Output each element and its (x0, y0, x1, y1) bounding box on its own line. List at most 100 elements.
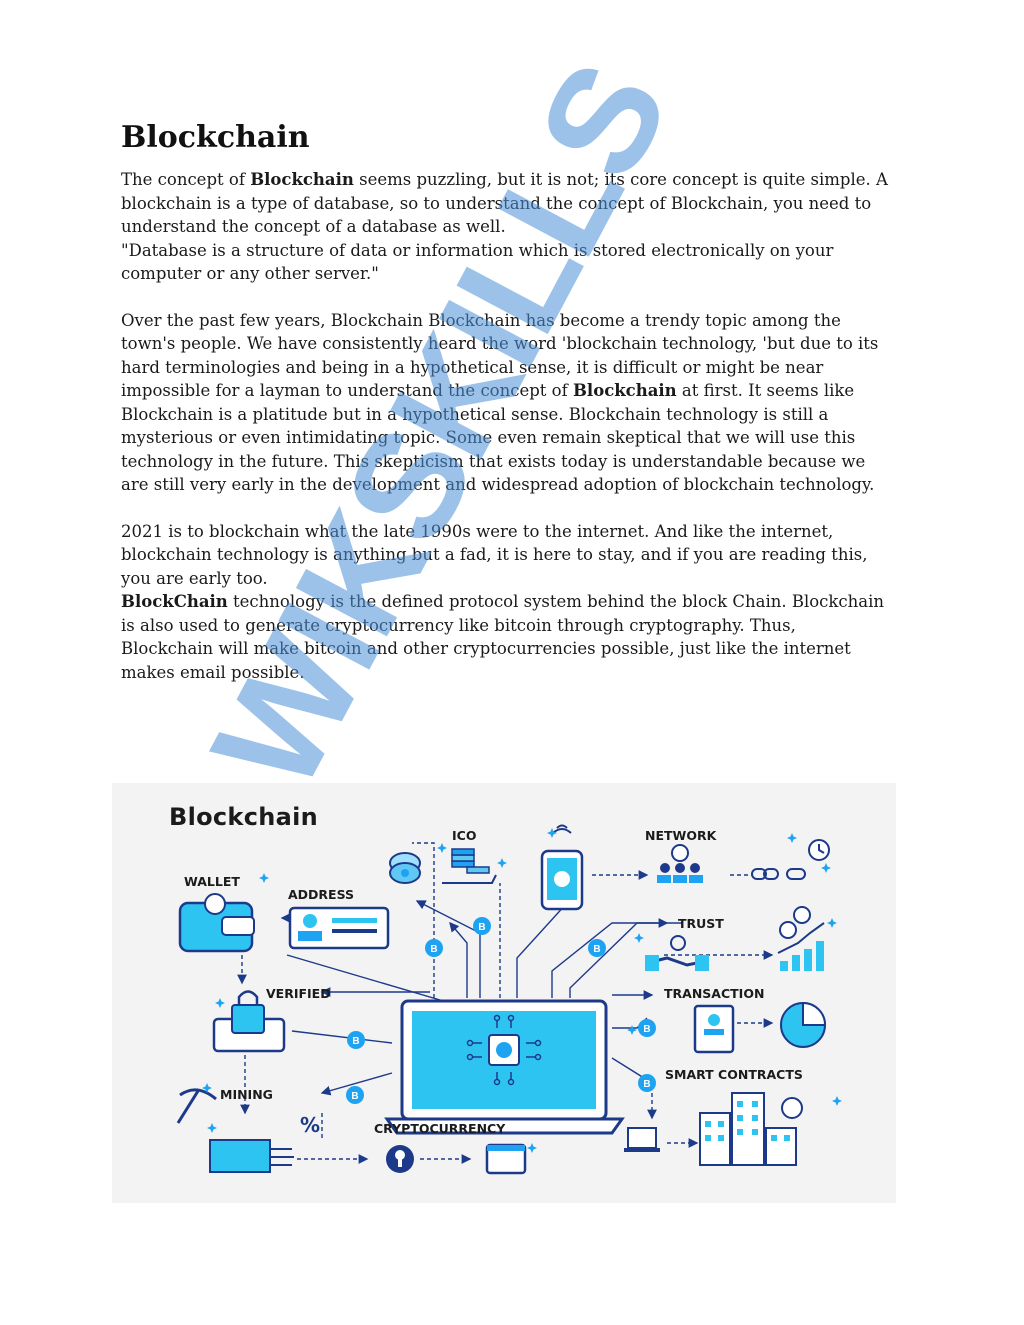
ico-coins-icon (389, 848, 497, 884)
bitcoin-symbol: B (430, 944, 437, 955)
text-line: makes email possible. (121, 661, 901, 685)
text-segment: you are early too. (121, 568, 268, 588)
text-segment: seems puzzling, but it is not; its core … (353, 170, 888, 189)
sparkle-icon (827, 918, 837, 928)
text-line: computer or any other server." (121, 262, 901, 286)
bitcoin-symbol: B (593, 944, 600, 955)
text-segment: at first. It seems like (676, 381, 855, 400)
text-segment: "Database is a structure of data or info… (121, 240, 834, 260)
label-ico: ICO (452, 828, 477, 843)
text-segment: blockchain is a type of database, so to … (121, 193, 872, 213)
paragraph-gap (121, 497, 901, 520)
pickaxe-icon (176, 1088, 217, 1124)
article-body: The concept of Blockchain seems puzzling… (121, 168, 901, 684)
label-network: NETWORK (645, 828, 717, 843)
text-line: BlockChain technology is the defined pro… (121, 590, 901, 614)
label-verified: VERIFIED (266, 986, 331, 1001)
bitcoin-symbol: B (352, 1036, 359, 1047)
bitcoin-icon (588, 939, 606, 957)
bitcoin-icon (638, 1019, 656, 1037)
bitcoin-icon (346, 1086, 364, 1104)
label-mining: MINING (220, 1087, 273, 1102)
bitcoin-icon (473, 917, 491, 935)
sparkle-decorations (202, 828, 842, 1153)
text-line: Over the past few years, Blockchain Bloc… (121, 309, 901, 333)
key-icon (386, 1145, 414, 1173)
bitcoin-icon (425, 939, 443, 957)
sparkle-icon (207, 1123, 217, 1133)
sparkle-icon (787, 833, 797, 843)
bitcoin-badges: B B B B B B B (346, 917, 656, 1104)
label-trust: TRUST (678, 916, 724, 931)
article: Blockchain The concept of Blockchain see… (121, 118, 901, 684)
text-line: understand the concept of a database as … (121, 215, 901, 239)
text-segment: hard terminologies and being in a hypoth… (121, 357, 824, 377)
label-address: ADDRESS (288, 887, 355, 902)
text-segment: Blockchain will make bitcoin and other c… (121, 639, 851, 658)
text-segment: makes email possible. (121, 662, 305, 682)
label-cryptocurrency: CRYPTOCURRENCY (374, 1121, 506, 1136)
bitcoin-symbol: B (643, 1024, 650, 1035)
text-segment: blockchain technology is anything but a … (121, 545, 868, 564)
text-line: is also used to generate cryptocurrency … (121, 614, 901, 638)
text-segment: Blockchain is a platitude but in a hypot… (121, 404, 829, 424)
laptop-small-icon (624, 1127, 660, 1152)
mining-chip-icon (209, 1139, 294, 1173)
sparkle-icon (627, 1025, 637, 1035)
sparkle-icon (437, 843, 447, 853)
bitcoin-icon (347, 1031, 365, 1049)
text-line: The concept of Blockchain seems puzzling… (121, 168, 901, 192)
percent-sign: % (300, 1113, 321, 1137)
text-line: blockchain technology is anything but a … (121, 543, 901, 567)
sparkle-icon (832, 1096, 842, 1106)
text-segment: understand the concept of a database as … (121, 217, 506, 236)
text-line: "Database is a structure of data or info… (121, 239, 901, 263)
bitcoin-icon (638, 1074, 656, 1092)
text-segment: Over the past few years, Blockchain Bloc… (121, 310, 841, 330)
sparkle-icon (215, 998, 225, 1008)
wallet-icon (178, 893, 255, 953)
bitcoin-symbol: B (351, 1091, 358, 1102)
text-segment: are still very early in the development … (121, 475, 875, 494)
bold-term: Blockchain (250, 170, 354, 189)
text-line: are still very early in the development … (121, 473, 901, 497)
bold-term: BlockChain (121, 592, 228, 611)
address-card-icon (288, 906, 390, 950)
bitcoin-symbol: B (643, 1079, 650, 1090)
bold-term: Blockchain (572, 381, 677, 400)
label-transaction: TRANSACTION (664, 986, 765, 1001)
sparkle-icon (547, 828, 557, 838)
sparkle-icon (497, 858, 507, 868)
text-line: blockchain is a type of database, so to … (121, 192, 901, 216)
text-line: technology in the future. This skepticis… (121, 450, 901, 474)
infographic-diagram: B B B B B B B (176, 824, 842, 1175)
infographic-title: Blockchain (169, 803, 319, 831)
text-segment: computer or any other server." (121, 264, 379, 283)
pie-chart-icon (780, 1001, 827, 1048)
laptop-icon (384, 999, 625, 1135)
text-line: hard terminologies and being in a hypoth… (121, 356, 901, 380)
buildings-icon (699, 1092, 803, 1166)
text-line: impossible for a layman to understand th… (121, 379, 901, 403)
text-line: you are early too. (121, 567, 901, 591)
network-people-icon (657, 844, 703, 883)
sparkle-icon (202, 1083, 212, 1093)
page-title: Blockchain (121, 120, 310, 155)
handshake-icon (645, 935, 709, 971)
text-segment: impossible for a layman to understand th… (121, 381, 573, 400)
smartphone-icon (540, 824, 584, 911)
blockchain-infographic: B B B B B B B Blockchain ICO NETWORK WALLET AD… (112, 783, 896, 1203)
text-segment: 2021 is to blockchain what the late 1990… (121, 521, 834, 541)
text-line: Blockchain is a platitude but in a hypot… (121, 403, 901, 427)
sparkle-icon (527, 1143, 537, 1153)
lock-icon (212, 990, 286, 1053)
text-segment: mysterious or even intimidating topic. S… (121, 428, 856, 447)
growth-chart-icon (777, 906, 825, 971)
document-icon (693, 1004, 735, 1054)
bitcoin-symbol: B (478, 922, 485, 933)
label-wallet: WALLET (184, 874, 240, 889)
label-smart-contracts: SMART CONTRACTS (665, 1067, 803, 1082)
text-line: town's people. We have consistently hear… (121, 332, 901, 356)
sparkle-icon (259, 873, 269, 883)
